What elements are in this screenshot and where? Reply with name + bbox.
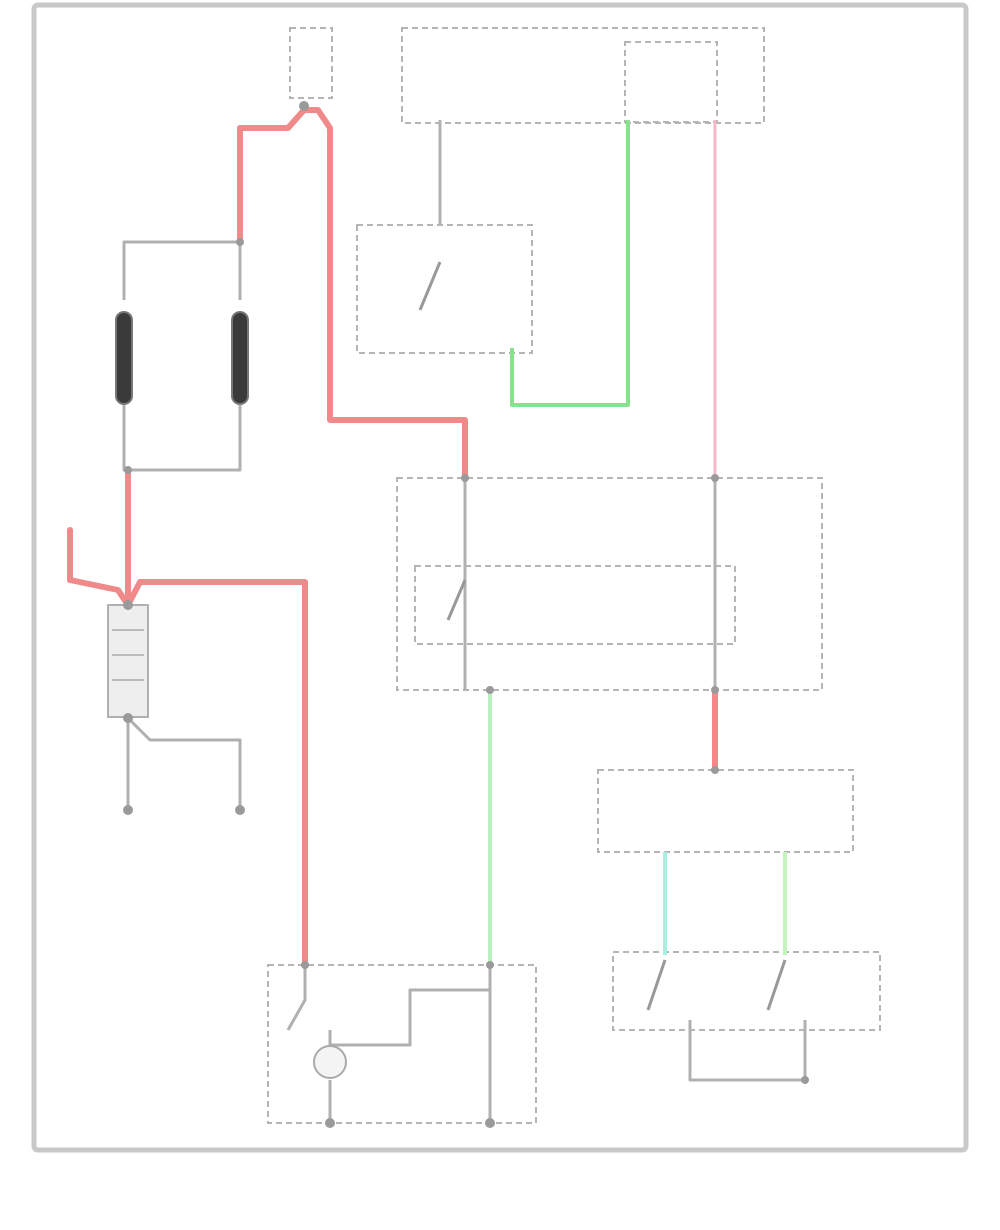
- node-ground-right: [235, 805, 245, 815]
- node-battery-junction: [299, 101, 309, 111]
- starter-relay-contact: [446, 579, 467, 621]
- node-relay-module-in: [461, 474, 469, 482]
- red-wire-battery-to-fusible-links: [237, 107, 468, 481]
- node-starter-in-1: [301, 961, 309, 969]
- battery-junction-box-outline: [289, 27, 333, 99]
- node-starter-ground-1: [325, 1118, 335, 1128]
- node-fusible-bottom: [124, 466, 132, 474]
- starter-motor-symbol: [313, 1045, 347, 1079]
- red-wire-battery-to-starter: [125, 579, 308, 968]
- green-wire-fuse-to-ignition: [510, 120, 630, 407]
- red-wire-charging-to-battery: [67, 527, 131, 608]
- fuse-block-inner-outline: [624, 41, 718, 123]
- starter-relay-module-outline: [396, 477, 823, 691]
- starter-relay-outline: [414, 565, 736, 645]
- ignition-switch-contact: [418, 261, 442, 311]
- node-clutch-ground: [801, 1076, 809, 1084]
- starter-motor-outline: [267, 964, 537, 1124]
- underhood-fuse-block-outline: [401, 27, 765, 124]
- fusible-link-2-cell: [231, 311, 249, 405]
- node-battery-negative: [123, 713, 133, 723]
- node-ground-left: [123, 805, 133, 815]
- battery-ground-wire-2: [126, 716, 242, 810]
- transmission-range-switch-outline: [597, 769, 854, 853]
- clutch-pedal-switch-outline: [612, 951, 881, 1031]
- starter-internal-wire-2: [328, 988, 490, 1047]
- clutch-switch-ground-wire: [688, 1020, 807, 1082]
- fusible-links-bottom-bus: [122, 400, 242, 472]
- node-relay-module-out: [711, 474, 719, 482]
- node-starter-in-2: [486, 961, 494, 969]
- node-relay-bottom-right: [711, 686, 719, 694]
- fusible-link-1-cell: [115, 311, 133, 405]
- fusible-links-top-bus: [122, 240, 242, 300]
- clutch-contact-2: [766, 959, 787, 1011]
- ignition-switch-outline: [356, 224, 533, 354]
- diagram-frame: [31, 2, 969, 1153]
- trs-contact-1: [646, 959, 667, 1011]
- node-battery-positive: [123, 600, 133, 610]
- node-fusible-top: [236, 238, 244, 246]
- node-relay-bottom-left: [486, 686, 494, 694]
- starter-internal-wire-1: [286, 965, 307, 1031]
- node-starter-ground-2: [485, 1118, 495, 1128]
- battery-body: [107, 604, 149, 718]
- node-trs-in: [711, 766, 719, 774]
